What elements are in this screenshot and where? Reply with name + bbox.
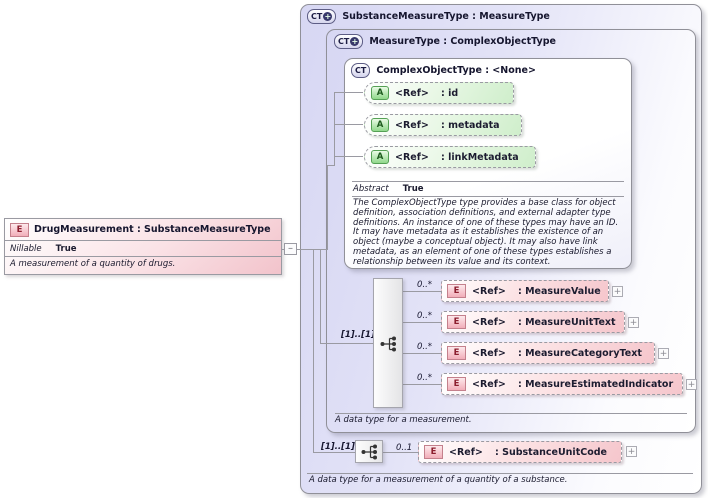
property-name: Abstract (353, 184, 389, 194)
attribute-name: : metadata (441, 119, 500, 131)
connector-line (403, 291, 441, 292)
element-name: : MeasureUnitText (518, 316, 616, 328)
element-name: : SubstanceUnitCode (495, 446, 607, 458)
attribute-link-metadata[interactable]: A <Ref> : linkMetadata (364, 146, 536, 168)
collapse-icon[interactable]: – (284, 243, 297, 255)
connector-line (320, 249, 321, 344)
attribute-id[interactable]: A <Ref> : id (364, 82, 514, 104)
element-ref: <Ref> (472, 378, 506, 390)
expand-icon[interactable]: + (658, 348, 669, 359)
cardinality-label: [1]..[1] (341, 330, 375, 340)
element-ref: <Ref> (472, 285, 506, 297)
connector-line (403, 322, 441, 323)
attribute-ref: <Ref> (395, 119, 429, 131)
sequence-icon (361, 444, 377, 460)
panel-measure-header: CT+ MeasureType : ComplexObjectType (334, 34, 556, 49)
cardinality-label: [1]..[1] (321, 442, 355, 452)
attribute-name: : linkMetadata (441, 151, 519, 163)
connector-line (334, 92, 363, 93)
connector-line (403, 384, 441, 385)
element-description: A measurement of a quantity of drugs. (5, 256, 281, 277)
panel-title: ComplexObjectType : <None> (376, 65, 536, 76)
panel-complex-object-type: CT ComplexObjectType : <None> A <Ref> : … (344, 58, 632, 269)
expand-icon[interactable]: + (686, 379, 697, 390)
element-name: : MeasureValue (518, 285, 601, 297)
connector-line (320, 343, 373, 344)
panel-description: The ComplexObjectType type provides a ba… (353, 198, 619, 267)
divider (352, 196, 624, 197)
occurs-label: 0..* (417, 373, 433, 383)
attribute-icon: A (371, 86, 389, 100)
divider (352, 181, 624, 182)
connector-line (297, 249, 328, 250)
abstract-property-row: Abstract True (353, 184, 424, 194)
complex-type-icon: CT (351, 63, 371, 78)
property-value: True (402, 184, 424, 194)
derived-plus-icon: + (350, 37, 360, 46)
connector-line (403, 353, 441, 354)
panel-title: SubstanceMeasureType : MeasureType (342, 11, 550, 22)
element-measure-value[interactable]: E <Ref> : MeasureValue (441, 280, 609, 302)
property-name: Nillable (10, 243, 42, 254)
sequence-icon (380, 336, 396, 352)
attribute-metadata[interactable]: A <Ref> : metadata (364, 114, 522, 136)
connector-line (313, 249, 314, 453)
attribute-icon: A (371, 150, 389, 164)
property-value: True (55, 243, 77, 254)
connector-line (334, 156, 363, 157)
element-substance-unit-code[interactable]: E <Ref> : SubstanceUnitCode (418, 441, 622, 463)
connector-line (327, 165, 328, 250)
occurs-label: 0..1 (396, 443, 413, 453)
element-measure-category-text[interactable]: E <Ref> : MeasureCategoryText (441, 342, 655, 364)
element-icon: E (447, 315, 466, 329)
divider (335, 413, 687, 414)
occurs-label: 0..* (417, 280, 433, 290)
occurs-label: 0..* (417, 342, 433, 352)
connector-line (334, 124, 363, 125)
complex-type-icon: CT+ (307, 9, 337, 24)
element-header: E DrugMeasurement : SubstanceMeasureType (5, 219, 281, 240)
element-icon: E (424, 445, 443, 459)
sequence-indicator (373, 278, 403, 408)
nillable-property-row: Nillable True (5, 240, 281, 256)
element-measure-unit-text[interactable]: E <Ref> : MeasureUnitText (441, 311, 625, 333)
panel-substance-header: CT+ SubstanceMeasureType : MeasureType (307, 9, 550, 24)
divider (307, 473, 693, 474)
element-icon: E (447, 284, 466, 298)
attribute-name: : id (441, 87, 459, 99)
expand-icon[interactable]: + (612, 286, 623, 297)
derived-plus-icon: + (323, 12, 333, 21)
element-name: : MeasureEstimatedIndicator (518, 378, 674, 390)
expand-icon[interactable]: + (626, 446, 637, 457)
attribute-ref: <Ref> (395, 151, 429, 163)
panel-complex-header: CT ComplexObjectType : <None> (351, 63, 536, 78)
element-ref: <Ref> (449, 446, 483, 458)
connector-line (383, 452, 418, 453)
expand-icon[interactable]: + (628, 317, 639, 328)
element-drug-measurement[interactable]: E DrugMeasurement : SubstanceMeasureType… (4, 218, 282, 275)
element-icon: E (447, 377, 466, 391)
connector-line (327, 165, 335, 166)
attribute-ref: <Ref> (395, 87, 429, 99)
attribute-icon: A (371, 118, 389, 132)
element-measure-estimated-indicator[interactable]: E <Ref> : MeasureEstimatedIndicator (441, 373, 683, 395)
element-ref: <Ref> (472, 316, 506, 328)
element-icon: E (447, 346, 466, 360)
occurs-label: 0..* (417, 311, 433, 321)
element-name: : MeasureCategoryText (518, 347, 642, 359)
connector-line (313, 452, 355, 453)
element-title: DrugMeasurement : SubstanceMeasureType (34, 224, 271, 235)
connector-line (334, 92, 335, 166)
connector-line (282, 249, 284, 250)
panel-description: A data type for a measurement. (335, 415, 472, 425)
complex-type-icon: CT+ (334, 34, 364, 49)
element-ref: <Ref> (472, 347, 506, 359)
sequence-indicator (355, 440, 383, 463)
panel-description: A data type for a measurement of a quant… (309, 475, 568, 485)
panel-title: MeasureType : ComplexObjectType (369, 36, 556, 47)
element-icon: E (10, 222, 29, 237)
